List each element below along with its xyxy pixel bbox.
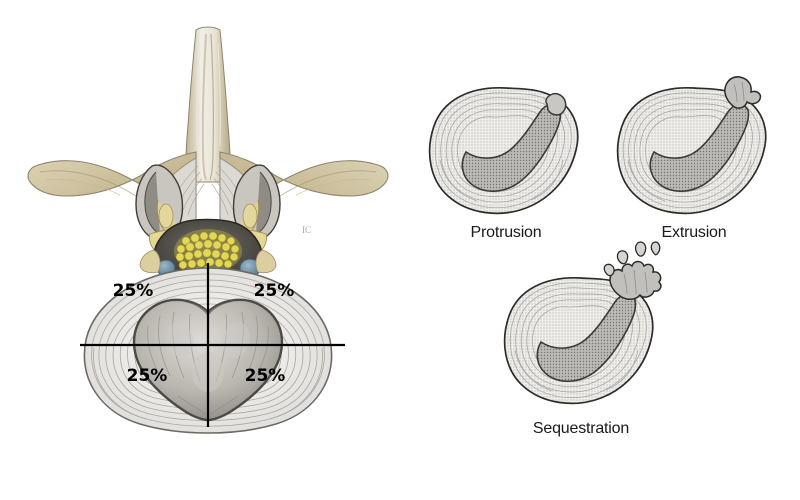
free-fragment-2	[616, 250, 629, 265]
axial-vertebra-cross-section: IC	[27, 26, 389, 434]
nucleus-pulposus	[649, 103, 750, 193]
diagram-label-extrusion: Extrusion	[662, 224, 727, 241]
free-fragment-4	[650, 241, 661, 256]
right-facet-joint	[232, 164, 281, 241]
quadrant-label-upper-left: 25%	[113, 281, 154, 301]
free-fragment-3	[634, 241, 647, 257]
artist-mark: IC	[302, 225, 311, 235]
diagram-label-sequestration: Sequestration	[533, 420, 629, 437]
left-facet-joint	[135, 164, 184, 241]
free-fragment-1	[603, 263, 615, 277]
right-pedicle	[255, 249, 277, 274]
nucleus-pulposus	[536, 293, 637, 383]
diagram-label-protrusion: Protrusion	[471, 224, 542, 241]
free-fragments	[603, 241, 661, 277]
left-pedicle	[139, 249, 161, 274]
protrusion-bulge	[545, 92, 567, 116]
extruded-fragment	[724, 76, 762, 109]
quadrant-label-upper-right: 25%	[254, 281, 295, 301]
quadrant-crosshair	[80, 263, 345, 427]
quadrant-label-lower-right: 25%	[245, 366, 286, 386]
herniation-diagram-extrusion: Extrusion	[616, 76, 767, 241]
herniation-diagram-protrusion: Protrusion	[428, 87, 579, 241]
quadrant-label-lower-left: 25%	[127, 366, 168, 386]
nucleus-pulposus	[461, 103, 562, 193]
herniation-diagram-sequestration: Sequestration	[503, 241, 662, 437]
